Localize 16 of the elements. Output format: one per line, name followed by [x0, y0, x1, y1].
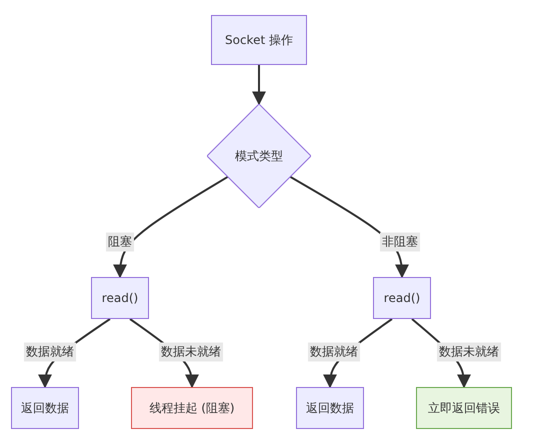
process-box: 线程挂起 (阻塞)	[131, 387, 253, 429]
process-box: 返回数据	[11, 387, 79, 429]
process-box: 立即返回错误	[416, 387, 512, 429]
process-box: read()	[91, 277, 149, 319]
process-box: 返回数据	[296, 387, 364, 429]
edge-label: 阻塞	[106, 232, 134, 252]
decision-label: 模式类型	[235, 148, 283, 164]
edge-label: 非阻塞	[380, 232, 420, 252]
edge-label: 数据未就绪	[437, 342, 501, 362]
edge-label: 数据就绪	[308, 342, 360, 362]
process-box: Socket 操作	[211, 15, 307, 65]
arrow	[113, 176, 228, 278]
arrow	[252, 65, 266, 106]
edge-label: 数据未就绪	[159, 342, 223, 362]
edge-label: 数据就绪	[24, 342, 76, 362]
process-box: read()	[373, 277, 431, 319]
